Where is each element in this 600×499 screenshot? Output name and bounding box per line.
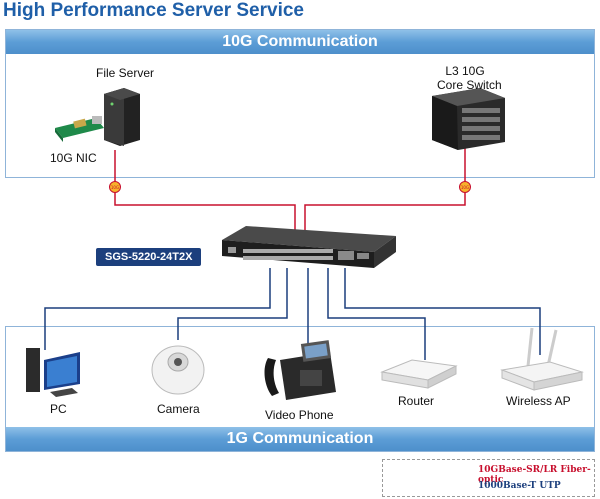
utp-link-wireless-ap: [344, 268, 541, 355]
core-switch-icon: [432, 88, 505, 150]
core-switch-label: L3 10G Core Switch: [437, 64, 502, 92]
file-server-label: File Server: [96, 66, 155, 80]
fiber-badge-left-label: 10G: [111, 185, 119, 190]
fiber-badge-right: 10G: [459, 181, 471, 193]
center-switch-icon: [222, 226, 396, 268]
file-server-icon: [104, 88, 140, 146]
core-switch-label-line2: Core Switch: [437, 78, 502, 92]
router-label: Router: [398, 394, 435, 408]
pc-label: PC: [50, 402, 67, 416]
video-phone-label: Video Phone: [265, 408, 334, 422]
wireless-ap-icon: [500, 327, 584, 391]
utp-links: [44, 268, 541, 360]
legend: 10GBase-SR/LR Fiber-optic 1000Base-T UTP: [382, 459, 595, 497]
router-icon: [380, 359, 458, 389]
fiber-link-file-server: [114, 150, 296, 235]
camera-label: Camera: [157, 402, 200, 416]
fiber-link-core-switch: [304, 148, 466, 235]
wireless-ap-label: Wireless AP: [506, 394, 571, 408]
10g-section-header: 10G Communication: [6, 30, 594, 54]
nic-label: 10G NIC: [50, 151, 97, 165]
utp-link-router: [327, 268, 426, 360]
utp-link-pc: [44, 268, 271, 350]
utp-link-camera: [177, 268, 288, 340]
legend-fiber-label: 10GBase-SR/LR Fiber-optic: [478, 465, 591, 485]
pc-icon: [26, 348, 80, 397]
camera-icon: [151, 345, 205, 395]
fiber-badge-left: 10G: [109, 181, 121, 193]
1g-section-header: 1G Communication: [6, 427, 594, 451]
video-phone-icon: [264, 340, 336, 400]
page-title: High Performance Server Service: [3, 0, 304, 21]
fiber-badge-right-label: 10G: [461, 185, 469, 190]
legend-utp-label: 1000Base-T UTP: [478, 481, 561, 491]
1g-section: 1G Communication: [5, 326, 595, 452]
core-switch-label-line1: L3 10G: [445, 64, 485, 78]
nic-card-icon: [55, 116, 104, 142]
fiber-links: [114, 148, 466, 235]
switch-model-badge: SGS-5220-24T2X: [96, 248, 202, 266]
